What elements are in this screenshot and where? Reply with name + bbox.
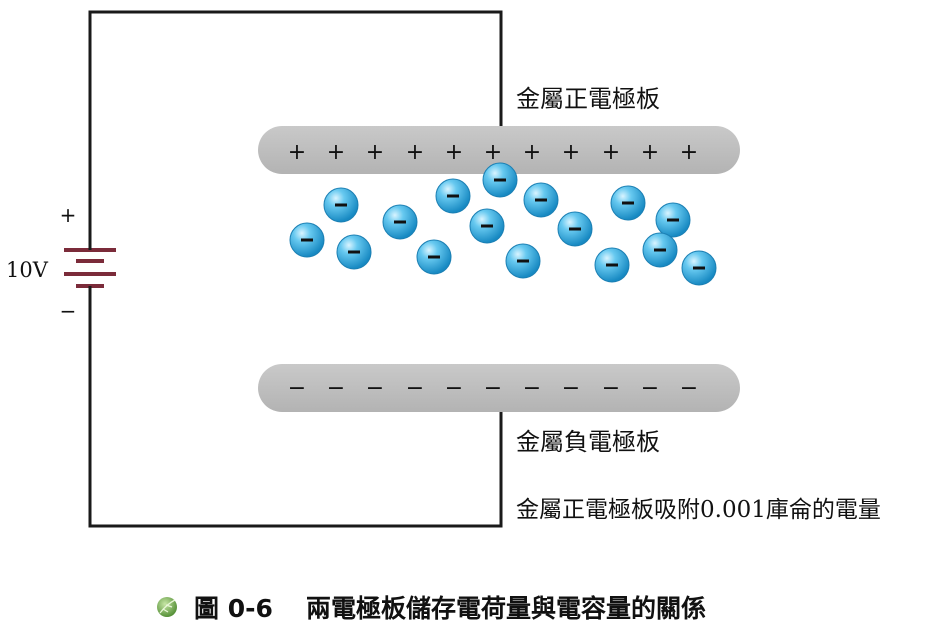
figure-title: 兩電極板儲存電荷量與電容量的關係 [306, 594, 706, 623]
electron [435, 178, 471, 214]
positive-plate-label: 金屬正電極板 [516, 85, 660, 113]
electron [557, 211, 593, 247]
leaf-icon-veins [159, 599, 176, 614]
negative-charge-symbol: − [562, 376, 580, 401]
wire-top-segment [88, 10, 503, 238]
positive-charge-symbol: + [641, 140, 659, 165]
circuit-wire [88, 10, 503, 528]
negative-plate [258, 364, 740, 412]
negative-charge-symbol: − [523, 376, 541, 401]
positive-charges: + + + + + + + + + + + [288, 140, 698, 165]
figure-number: 圖 0-6 [194, 594, 273, 623]
caption-icon [157, 597, 177, 617]
positive-charge-symbol: + [288, 140, 306, 165]
negative-charge-symbol: − [641, 376, 659, 401]
electron [482, 162, 518, 198]
electron [416, 239, 452, 275]
electron [642, 232, 678, 268]
positive-charge-symbol: + [562, 140, 580, 165]
negative-charge-symbol: − [406, 376, 424, 401]
electron [289, 222, 325, 258]
positive-charge-symbol: + [406, 140, 424, 165]
battery-plus-label: + [60, 203, 77, 227]
positive-charge-symbol: + [602, 140, 620, 165]
negative-plate-label: 金屬負電極板 [516, 428, 660, 456]
wire-bottom-segment [88, 296, 503, 528]
electron-cloud [289, 162, 717, 286]
negative-charge-symbol: − [327, 376, 345, 401]
positive-plate [258, 126, 740, 174]
positive-charge-symbol: + [523, 140, 541, 165]
negative-charge-symbol: − [366, 376, 384, 401]
positive-charge-symbol: + [445, 140, 463, 165]
negative-charges: −−−−−−−−−−− [288, 376, 698, 401]
positive-charge-symbol: + [484, 140, 502, 165]
battery-minus-label: − [60, 299, 77, 323]
electron [469, 208, 505, 244]
electron [594, 247, 630, 283]
electron [336, 234, 372, 270]
electron [505, 243, 541, 279]
negative-charge-symbol: − [602, 376, 620, 401]
electron [323, 187, 359, 223]
battery-voltage-label: 10V [6, 258, 49, 282]
charge-note: 金屬正電極板吸附0.001庫侖的電量 [516, 497, 881, 523]
electron [610, 185, 646, 221]
negative-charge-symbol: − [484, 376, 502, 401]
positive-charge-symbol: + [327, 140, 345, 165]
electron [523, 182, 559, 218]
electron [655, 202, 691, 238]
positive-charge-symbol: + [680, 140, 698, 165]
electron [382, 204, 418, 240]
positive-charge-symbol: + [366, 140, 384, 165]
negative-charge-symbol: − [680, 376, 698, 401]
battery-symbol [64, 238, 116, 296]
negative-charge-symbol: − [445, 376, 463, 401]
electron [681, 250, 717, 286]
negative-charge-symbol: − [288, 376, 306, 401]
